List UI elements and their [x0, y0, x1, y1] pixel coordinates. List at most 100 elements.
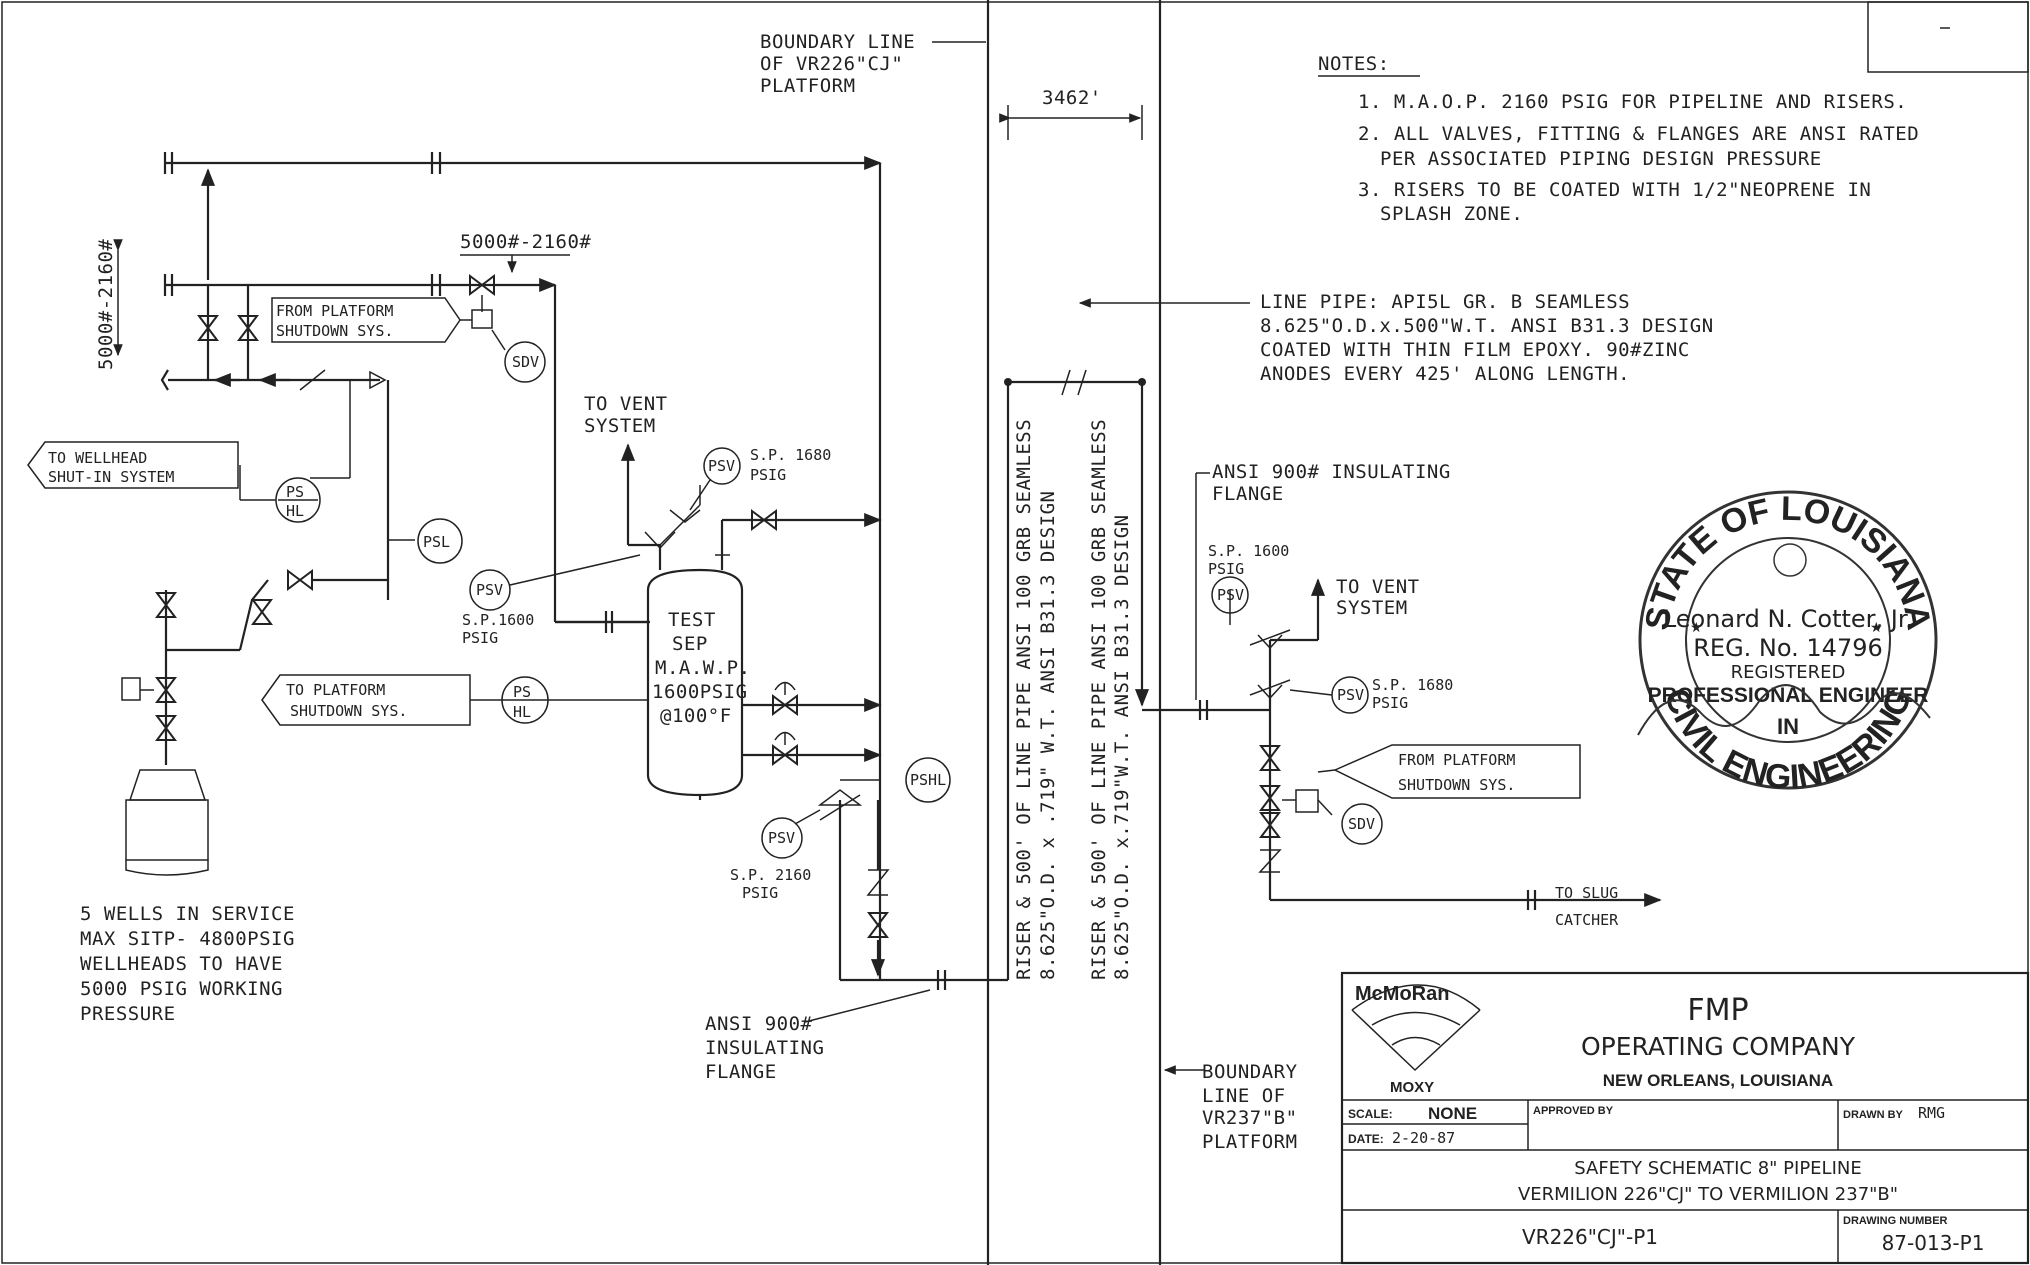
- boundary-label-top: BOUNDARY LINE OF VR226"CJ" PLATFORM: [760, 31, 986, 97]
- svg-text:PRESSURE: PRESSURE: [80, 1003, 176, 1025]
- riser-label-2: RISER & 500' OF LINE PIPE ANSI 100 GRB S…: [1088, 419, 1133, 980]
- svg-text:SDV: SDV: [512, 353, 539, 371]
- svg-text:SHUTDOWN SYS.: SHUTDOWN SYS.: [290, 702, 407, 720]
- svg-text:2-20-87: 2-20-87: [1392, 1129, 1455, 1147]
- svg-text:IN: IN: [1777, 714, 1799, 739]
- svg-text:ANSI 900#: ANSI 900#: [705, 1013, 813, 1035]
- svg-text:LINE OF: LINE OF: [1202, 1085, 1286, 1107]
- svg-text:PSL: PSL: [423, 533, 450, 551]
- svg-text:1600PSIG: 1600PSIG: [652, 681, 748, 703]
- svg-text:TEST: TEST: [668, 609, 716, 631]
- engineer-seal: STATE OF LOUISIANA CIVIL ENGINEERING ★ ★…: [1637, 490, 1938, 797]
- pshl-circle: [905, 757, 951, 803]
- svg-text:MOXY: MOXY: [1390, 1079, 1434, 1096]
- svg-text:PSV: PSV: [1217, 586, 1244, 604]
- psv-1600-left: PSV S.P.1600 PSIG: [462, 569, 534, 647]
- svg-text:VERMILION 226"CJ" TO VERMILION: VERMILION 226"CJ" TO VERMILION 237"B": [1518, 1184, 1898, 1205]
- svg-text:FROM PLATFORM: FROM PLATFORM: [1398, 751, 1515, 769]
- wells-note: 5 WELLS IN SERVICE MAX SITP- 4800PSIG WE…: [80, 903, 295, 1025]
- note-2-cont: PER ASSOCIATED PIPING DESIGN PRESSURE: [1380, 148, 1822, 170]
- from-shutdown-tag-2: FROM PLATFORM SHUTDOWN SYS.: [1317, 744, 1581, 799]
- riser-label-1: RISER & 500' OF LINE PIPE ANSI 100 GRB S…: [1013, 419, 1059, 980]
- svg-text:REGISTERED: REGISTERED: [1731, 662, 1846, 683]
- svg-text:SYSTEM: SYSTEM: [584, 415, 656, 437]
- svg-text:McMoRan: McMoRan: [1355, 983, 1449, 1005]
- svg-text:LINE PIPE: API5L GR. B SEAMLES: LINE PIPE: API5L GR. B SEAMLESS: [1260, 291, 1630, 313]
- svg-text:S.P. 1600: S.P. 1600: [1208, 542, 1289, 560]
- svg-text:PSV: PSV: [1337, 686, 1364, 704]
- svg-text:FLANGE: FLANGE: [1212, 483, 1284, 505]
- svg-text:ANODES EVERY 425' ALONG LENGTH: ANODES EVERY 425' ALONG LENGTH.: [1260, 363, 1630, 385]
- note-1: 1. M.A.O.P. 2160 PSIG FOR PIPELINE AND R…: [1358, 91, 1907, 113]
- wellhead-tree: [121, 570, 388, 876]
- svg-text:TO SLUG: TO SLUG: [1555, 884, 1618, 902]
- line-pipe-note: LINE PIPE: API5L GR. B SEAMLESS 8.625"O.…: [1078, 291, 1714, 385]
- svg-text:★: ★: [1690, 620, 1703, 636]
- svg-text:COATED WITH THIN FILM EPOXY. 9: COATED WITH THIN FILM EPOXY. 90#ZINC: [1260, 339, 1690, 361]
- svg-text:3462': 3462': [1042, 87, 1102, 109]
- svg-text:TO WELLHEAD: TO WELLHEAD: [48, 449, 147, 467]
- svg-text:PROFESSIONAL ENGINEER: PROFESSIONAL ENGINEER: [1648, 684, 1929, 707]
- to-wellhead-tag: TO WELLHEAD SHUT-IN SYSTEM: [27, 441, 239, 489]
- note-3: 3. RISERS TO BE COATED WITH 1/2"NEOPRENE…: [1358, 179, 1871, 201]
- test-separator: TEST SEP M.A.W.P. 1600PSIG @100°F: [509, 443, 882, 800]
- svg-text:5000 PSIG WORKING: 5000 PSIG WORKING: [80, 978, 283, 1000]
- svg-text:VR237"B": VR237"B": [1202, 1107, 1298, 1129]
- to-vent-left-label: TO VENT SYSTEM: [584, 393, 668, 437]
- svg-text:BOUNDARY LINE: BOUNDARY LINE: [760, 31, 915, 53]
- svg-text:FLANGE: FLANGE: [705, 1061, 777, 1083]
- svg-text:PS: PS: [286, 483, 304, 501]
- pipeline-outlet-left: PSHL PSV S.P. 2160 PSIG: [730, 163, 1008, 990]
- svg-text:SEP: SEP: [672, 633, 708, 655]
- psv-1680-left: PSV S.P. 1680 PSIG: [689, 446, 831, 511]
- svg-text:PSIG: PSIG: [750, 466, 786, 484]
- boundary-label-bottom: BOUNDARY LINE OF VR237"B" PLATFORM: [1163, 1061, 1298, 1153]
- svg-text:87-013-P1: 87-013-P1: [1882, 1231, 1985, 1255]
- right-platform-piping: ANSI 900# INSULATING FLANGE PSV S.P. 160…: [1195, 461, 1662, 929]
- svg-text:INSULATING: INSULATING: [705, 1037, 824, 1059]
- svg-text:DRAWN BY: DRAWN BY: [1843, 1109, 1904, 1121]
- svg-text:8.625"O.D.x.500"W.T. ANSI B31.: 8.625"O.D.x.500"W.T. ANSI B31.3 DESIGN: [1260, 315, 1714, 337]
- svg-text:REG. No. 14796: REG. No. 14796: [1693, 634, 1883, 662]
- notes-section: NOTES: 1. M.A.O.P. 2160 PSIG FOR PIPELIN…: [1318, 53, 1919, 225]
- svg-text:TO VENT: TO VENT: [584, 393, 668, 415]
- note-2: 2. ALL VALVES, FITTING & FLANGES ARE ANS…: [1358, 123, 1919, 145]
- svg-text:FMP: FMP: [1687, 993, 1748, 1028]
- revision-box: [1867, 1, 2029, 73]
- dimension-3462: 3462': [999, 87, 1143, 140]
- mcmoran-logo-icon: [1351, 984, 1481, 1011]
- svg-text:CATCHER: CATCHER: [1555, 911, 1619, 929]
- svg-text:Leonard N. Cotter, Jr.: Leonard N. Cotter, Jr.: [1663, 605, 1913, 633]
- ansi-flange-left-label: ANSI 900# INSULATING FLANGE: [705, 989, 931, 1083]
- svg-text:SHUT-IN SYSTEM: SHUT-IN SYSTEM: [48, 468, 174, 486]
- svg-text:APPROVED BY: APPROVED BY: [1533, 1105, 1614, 1117]
- svg-text:★: ★: [1870, 620, 1883, 636]
- pipeline-crossing: [1004, 369, 1250, 980]
- svg-text:PSIG: PSIG: [742, 884, 778, 902]
- svg-text:DRAWING NUMBER: DRAWING NUMBER: [1843, 1215, 1948, 1227]
- notes-heading: NOTES:: [1318, 53, 1390, 75]
- svg-text:5000#-2160#: 5000#-2160#: [95, 239, 117, 370]
- svg-text:5 WELLS IN SERVICE: 5 WELLS IN SERVICE: [80, 903, 295, 925]
- svg-text:PSV: PSV: [708, 457, 735, 475]
- psl-circle: [417, 518, 463, 564]
- svg-text:SCALE:: SCALE:: [1348, 1107, 1393, 1121]
- svg-text:WELLHEADS TO HAVE: WELLHEADS TO HAVE: [80, 953, 283, 975]
- svg-text:SHUTDOWN SYS.: SHUTDOWN SYS.: [1398, 776, 1515, 794]
- svg-text:@100°F: @100°F: [660, 705, 732, 727]
- svg-text:S.P. 1680: S.P. 1680: [1372, 676, 1453, 694]
- left-platform-piping: 5000#-2160# 5000#-2160# SDV PSL PS: [95, 152, 882, 633]
- svg-text:NEW ORLEANS, LOUISIANA: NEW ORLEANS, LOUISIANA: [1603, 1071, 1833, 1090]
- svg-text:BOUNDARY: BOUNDARY: [1202, 1061, 1298, 1083]
- from-shutdown-tag-1: FROM PLATFORM SHUTDOWN SYS.: [271, 297, 472, 343]
- svg-text:PLATFORM: PLATFORM: [760, 75, 856, 97]
- svg-text:SAFETY SCHEMATIC 8" PIPELINE: SAFETY SCHEMATIC 8" PIPELINE: [1574, 1158, 1861, 1179]
- note-3-cont: SPLASH ZONE.: [1380, 203, 1523, 225]
- svg-text:PSV: PSV: [476, 581, 503, 599]
- svg-text:PSIG: PSIG: [1208, 560, 1244, 578]
- svg-text:PLATFORM: PLATFORM: [1202, 1131, 1298, 1153]
- svg-text:TO VENT: TO VENT: [1336, 576, 1420, 598]
- svg-text:PSV: PSV: [768, 829, 795, 847]
